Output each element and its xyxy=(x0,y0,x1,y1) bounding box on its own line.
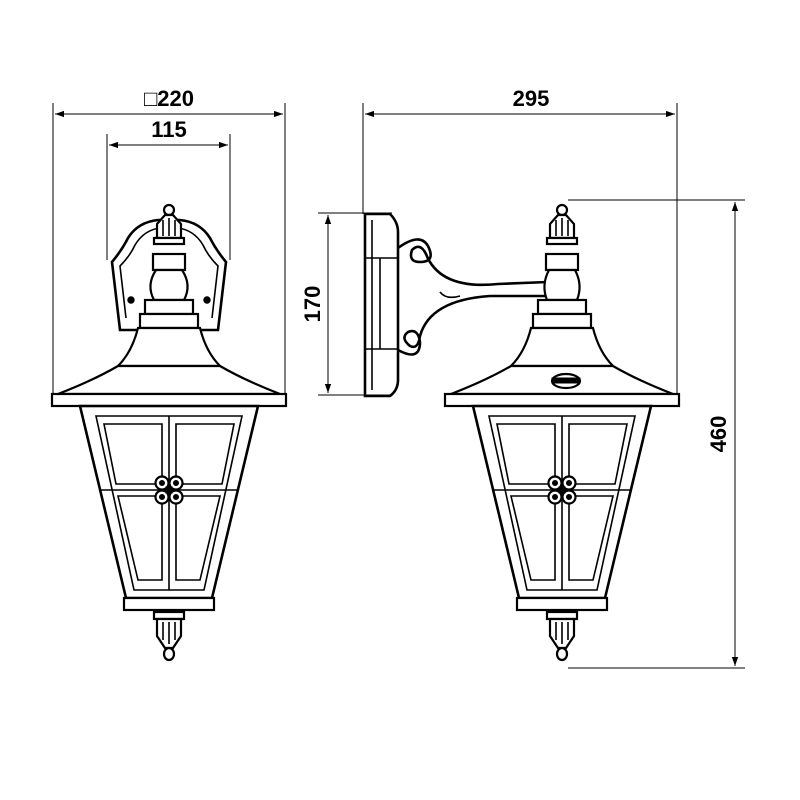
side-view: 295 170 460 xyxy=(300,86,745,669)
dimension-front-square-width: □220 xyxy=(52,86,286,400)
dimension-side-total-depth: 295 xyxy=(362,86,678,400)
dimension-front-body-width: 115 xyxy=(106,117,231,260)
front-ornament xyxy=(154,475,184,505)
side-ornament xyxy=(547,475,577,505)
label-side-plate-height: 170 xyxy=(300,286,325,323)
side-scroll-arm xyxy=(397,238,549,287)
label-side-total-depth: 295 xyxy=(513,86,550,111)
dimension-side-total-height: 460 xyxy=(568,199,745,669)
label-side-total-height: 460 xyxy=(706,416,731,453)
dimension-side-plate-height: 170 xyxy=(300,212,392,396)
label-front-body-width: 115 xyxy=(151,117,187,142)
label-front-square-width: □220 xyxy=(144,86,194,111)
side-wall-plate xyxy=(363,212,400,398)
front-wall-bracket xyxy=(110,218,228,332)
front-view: □220 115 xyxy=(50,86,288,662)
